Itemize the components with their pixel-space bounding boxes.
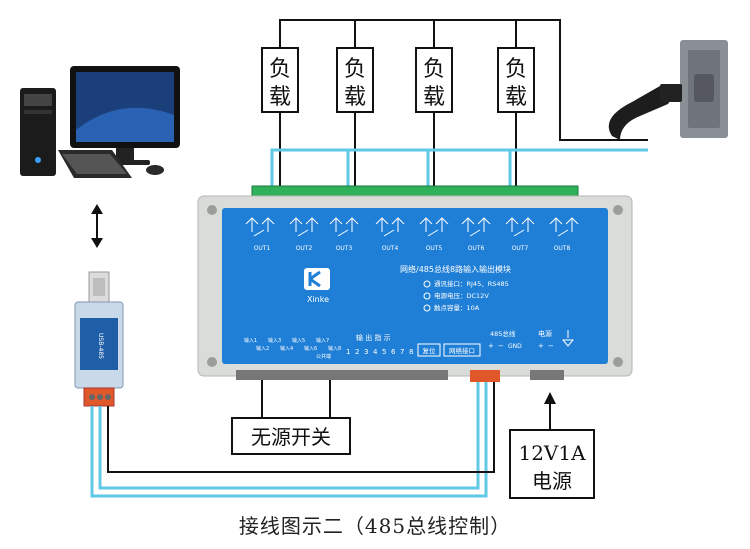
load-4-top-text: 负 xyxy=(505,57,527,82)
indicator-num-7: 7 xyxy=(400,348,404,356)
input-5-label: 输入5 xyxy=(292,337,305,344)
input-1-label: 输入1 xyxy=(244,337,257,344)
out2-label: OUT2 xyxy=(296,245,313,252)
out4-label: OUT4 xyxy=(382,245,399,252)
load-1-bottom-text: 载 xyxy=(269,85,291,110)
indicator-num-4: 4 xyxy=(373,348,378,356)
bus-pin-gnd: GND xyxy=(508,343,522,350)
input-8-label: 输入8 xyxy=(328,345,341,352)
out6-label: OUT6 xyxy=(468,245,485,252)
power-supply-line2: 电源 xyxy=(532,469,572,493)
out3-label: OUT3 xyxy=(336,245,353,252)
passive-switch-label: 无源开关 xyxy=(251,425,331,449)
module-info: 网络/485总线8路输入输出模块 通讯接口：RJ45、RS485 电源电压：DC… xyxy=(400,264,511,312)
reset-label: 复位 xyxy=(423,346,437,355)
input-3-label: 输入3 xyxy=(268,337,281,344)
relay-module xyxy=(197,185,633,382)
indicator-num-2: 2 xyxy=(355,348,359,356)
spec-capacity: 触点容量：10A xyxy=(434,303,480,312)
load-3: 负 载 xyxy=(415,47,453,113)
diagram-caption: 接线图示二（485总线控制） xyxy=(238,514,512,538)
passive-switch-box: 无源开关 xyxy=(231,417,351,455)
usb-485-converter: USB-485 xyxy=(74,271,124,407)
load-3-bottom-text: 载 xyxy=(423,85,445,110)
brand-label: Xinke xyxy=(307,295,329,304)
indicator-label: 输 出 指 示 xyxy=(356,333,391,342)
svg-text:USB-485: USB-485 xyxy=(97,333,104,359)
load-2-bottom-text: 载 xyxy=(344,85,366,110)
power-supply-box: 12V1A 电源 xyxy=(509,429,595,499)
spec-voltage: 电源电压：DC12V xyxy=(434,291,489,300)
power-title: 电源 xyxy=(538,329,552,338)
load-3-top-text: 负 xyxy=(423,57,445,82)
out7-label: OUT7 xyxy=(512,245,529,252)
output-labels: OUT1 OUT2 OUT3 OUT4 OUT5 OUT6 OUT7 OUT8 xyxy=(254,245,571,252)
spec-interface: 通讯接口：RJ45、RS485 xyxy=(434,279,509,288)
out8-label: OUT8 xyxy=(554,245,571,252)
load-2: 负 载 xyxy=(336,47,374,113)
input-7-label: 输入7 xyxy=(316,337,329,344)
input-6-label: 输入6 xyxy=(304,345,317,352)
computer-illustration xyxy=(20,66,180,178)
wires xyxy=(90,19,648,498)
out1-label: OUT1 xyxy=(254,245,271,252)
indicator-num-8: 8 xyxy=(409,348,413,356)
bus-pin-plus: + xyxy=(488,342,494,350)
module-title: 网络/485总线8路输入输出模块 xyxy=(400,264,511,274)
indicator-num-1: 1 xyxy=(346,348,350,356)
input-4-label: 输入4 xyxy=(280,345,293,352)
indicator-num-5: 5 xyxy=(382,348,386,356)
bus-pin-minus: − xyxy=(498,342,504,350)
wall-outlet-illustration xyxy=(608,40,728,140)
indicator-num-3: 3 xyxy=(364,348,368,356)
output-indicator: 输 出 指 示 1 2 3 4 5 6 7 8 xyxy=(346,333,413,356)
indicator-num-6: 6 xyxy=(391,348,396,356)
relay-symbols xyxy=(245,217,579,237)
load-2-top-text: 负 xyxy=(344,57,366,82)
input-2-label: 输入2 xyxy=(256,345,269,352)
network-port-label: 网络接口 xyxy=(449,346,475,355)
reset-and-network: 复位 网络接口 xyxy=(417,343,481,357)
load-4: 负 载 xyxy=(497,47,535,113)
bidirectional-arrow-icon xyxy=(91,204,103,248)
xinke-logo-icon: Xinke xyxy=(304,268,330,304)
out5-label: OUT5 xyxy=(426,245,443,252)
bus-and-power-labels: 485总线 + − GND 电源 + − xyxy=(488,329,575,350)
common-terminal-label: 公共端 xyxy=(316,353,331,360)
load-1-top-text: 负 xyxy=(269,57,291,82)
power-supply-line1: 12V1A xyxy=(518,441,586,465)
power-pin-plus: + xyxy=(538,342,544,350)
load-1: 负 载 xyxy=(261,47,299,113)
input-labels: 输入1 输入2 输入3 输入4 输入5 输入6 输入7 输入8 公共端 xyxy=(244,337,341,360)
bus-label: 485总线 xyxy=(490,329,516,338)
load-4-bottom-text: 载 xyxy=(505,85,527,110)
power-pin-minus: − xyxy=(548,342,554,350)
